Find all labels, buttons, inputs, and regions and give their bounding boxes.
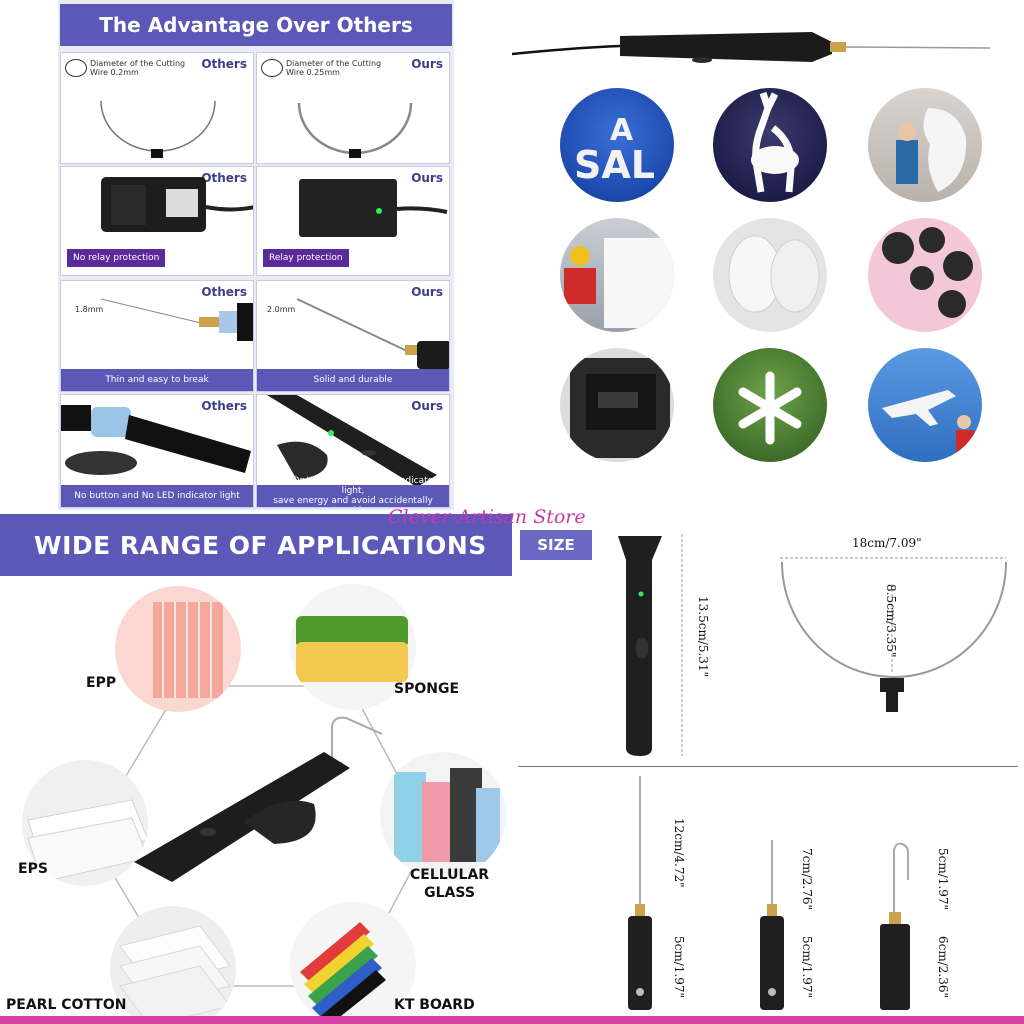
tip1-wire-length: 12cm/4.72" [672, 818, 686, 888]
tip3-base-length: 6cm/2.36" [936, 936, 950, 999]
face-icon [728, 235, 820, 313]
material-sponge-label: SPONGE [394, 681, 460, 697]
tip-others-caption: Thin and easy to break [61, 369, 253, 391]
adapter-others-cell: Others No relay protection [60, 166, 254, 276]
material-cellular-glass-image [380, 752, 506, 878]
material-kt-board-label: KT BOARD [394, 997, 475, 1013]
carving-icon [896, 108, 967, 192]
app-worker-panel [560, 218, 674, 332]
tip-ours-cell: Ours 2.0mm Solid and durable [256, 280, 450, 392]
material-eps-label: EPS [18, 861, 48, 877]
material-pearl-cotton-label: PEARL COTTON [6, 997, 127, 1013]
material-epp-image [115, 586, 241, 712]
kt-board-icon [300, 922, 386, 1024]
button-others-caption: No button and No LED indicator light [61, 485, 253, 507]
tip3-wire-length: 5cm/1.97" [936, 848, 950, 911]
svg-text:A: A [610, 113, 634, 148]
worker-icon [564, 238, 674, 328]
material-eps-image [22, 760, 148, 886]
button-ours-cell: Ours With On/Off button and LED indicato… [256, 394, 450, 508]
button-others-cell: Others No button and No LED indicator li… [60, 394, 254, 508]
relay-badge: Relay protection [263, 249, 349, 267]
adapter-others-icon [101, 177, 253, 232]
tip1-icon [628, 776, 652, 1010]
sale-letters-icon: SAL A [574, 113, 655, 187]
tip-others-icon [100, 298, 253, 341]
tip-ours-caption: Solid and durable [257, 369, 449, 391]
foam-cutter-pen-icon [512, 32, 991, 63]
insert-icon [570, 358, 670, 458]
snowflake-icon [738, 371, 802, 445]
sponge-icon [296, 616, 408, 682]
button-ours-caption: With On/Off button and LED indicator lig… [257, 476, 449, 507]
others-tag: Others [201, 57, 247, 71]
diameter-icon [261, 59, 283, 77]
ours-tag: Ours [411, 285, 443, 299]
comparison-title: The Advantage Over Others [60, 4, 452, 46]
cutouts-icon [882, 227, 973, 318]
app-sale-letters: SAL A [560, 88, 674, 202]
material-pearl-cotton-image [110, 906, 236, 1024]
handle-icon [618, 534, 683, 756]
tip2-wire-length: 7cm/2.76" [800, 848, 814, 911]
cellular-glass-icon [394, 768, 500, 862]
applications-banner: WIDE RANGE OF APPLICATIONS [0, 514, 512, 576]
handle-length-label: 13.5cm/5.31" [696, 596, 710, 678]
ours-tag: Ours [411, 399, 443, 413]
bottom-accent-bar [0, 1016, 1024, 1024]
others-tag: Others [201, 399, 247, 413]
plane-icon [882, 390, 974, 454]
foam-cutter-center-icon [134, 716, 383, 882]
no-relay-badge: No relay protection [67, 249, 166, 267]
pen-ours-icon [267, 395, 437, 487]
ours-tag: Ours [411, 171, 443, 185]
app-foam-insert [560, 348, 674, 462]
tip3-icon [880, 842, 910, 1010]
wire-loop-ours-icon [297, 102, 413, 158]
others-tag: Others [201, 285, 247, 299]
store-watermark: Clever-Artisan Store [388, 506, 586, 528]
tip2-icon [760, 840, 784, 1010]
wire-loop-others-icon [100, 100, 216, 158]
loop-width-label: 18cm/7.09" [852, 536, 922, 550]
size-tag: SIZE [520, 530, 592, 560]
tip-ours-icon [296, 298, 449, 369]
diameter-icon [65, 59, 87, 77]
app-plane-model [868, 348, 982, 462]
comparison-panel: The Advantage Over Others Diameter of th… [58, 0, 454, 510]
material-sponge-image [290, 584, 416, 710]
ours-tag: Ours [411, 57, 443, 71]
size-divider [518, 766, 1018, 767]
app-foam-cutouts [868, 218, 982, 332]
tip-others-size: 1.8mm [75, 305, 104, 314]
app-face-mask [713, 218, 827, 332]
tip-others-cell: Others 1.8mm Thin and easy to break [60, 280, 254, 392]
adapter-ours-icon [299, 179, 448, 237]
epp-foam-icon [153, 602, 223, 698]
svg-text:SAL: SAL [574, 143, 655, 187]
pearl-cotton-icon [119, 925, 231, 1024]
deer-icon [751, 91, 799, 193]
loop-height-label: 8.5cm/3.35" [884, 584, 898, 658]
tip2-base-length: 5cm/1.97" [800, 936, 814, 999]
app-foam-carving [868, 88, 982, 202]
tip1-base-length: 5cm/1.97" [672, 936, 686, 999]
others-tag: Others [201, 171, 247, 185]
app-deer-sculpture [713, 88, 827, 202]
adapter-ours-cell: Ours Relay protection [256, 166, 450, 276]
pen-others-icon [61, 405, 251, 475]
app-snowflake [713, 348, 827, 462]
material-kt-board-image [290, 902, 416, 1024]
material-epp-label: EPP [86, 675, 117, 691]
tip-ours-size: 2.0mm [267, 305, 296, 314]
wire-loop-icon [780, 557, 1007, 712]
